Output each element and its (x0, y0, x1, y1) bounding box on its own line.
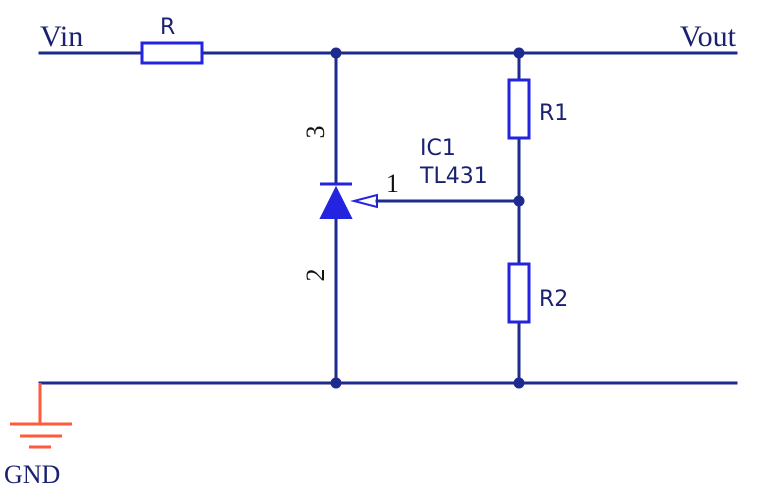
ic-reference-label: IC1 (420, 136, 456, 161)
resistor-r2-label: R2 (539, 287, 568, 312)
resistor-r1 (507, 78, 531, 140)
pin-3-label: 3 (301, 126, 330, 139)
junction-reference (513, 195, 525, 207)
resistor-r (140, 41, 204, 65)
pin-1-label: 1 (386, 169, 399, 198)
resistor-r2 (507, 262, 531, 324)
junction-top-ic (330, 47, 342, 59)
vout-label: Vout (680, 20, 737, 53)
reference-arrowhead (350, 193, 378, 209)
junction-bottom-divider (513, 377, 525, 389)
junction-bottom-ic (330, 377, 342, 389)
vin-label: Vin (40, 20, 83, 53)
junction-top-divider (513, 47, 525, 59)
tl431-triangle (319, 185, 353, 219)
resistor-r-label: R (160, 15, 175, 40)
ic-part-label: TL431 (419, 164, 488, 189)
resistor-r1-label: R1 (539, 101, 568, 126)
pin-2-label: 2 (301, 269, 330, 282)
gnd-label: GND (4, 460, 60, 489)
